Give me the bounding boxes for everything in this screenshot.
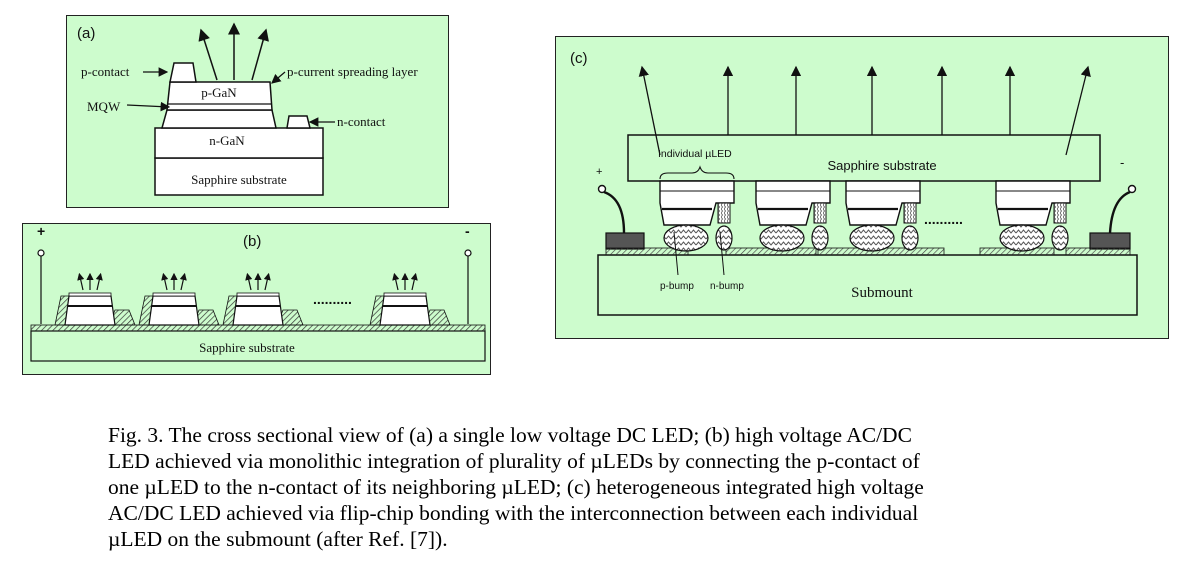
emission-arrow [245,272,253,291]
sapphire-substrate-label: Sapphire substrate [827,158,936,173]
n-contact-post [1053,202,1067,224]
emission-arrow [77,272,85,291]
panel-a-label: (a) [77,25,95,42]
flip-chip-uled-array [659,180,1071,252]
p-contact-pad [169,62,197,83]
led-chip [659,180,735,226]
p-gan-label: p-GaN [201,85,237,100]
emission-arrow [410,272,418,291]
n-bump [1051,225,1069,251]
plus-terminal [597,184,607,194]
led-mesa [379,295,431,326]
p-bump [759,224,805,252]
minus-terminal-label: - [1120,155,1124,170]
plus-terminal-label: + [596,166,602,178]
individual-uled-label: Individual µLED [658,148,732,160]
emission-arrow [95,272,103,291]
sapphire-substrate-label: Sapphire substrate [199,340,295,355]
panel-c: (c) Sapphire substrate Individual µLED S… [555,36,1169,339]
monolithic-uled [222,272,304,326]
flip-chip-uled [755,180,831,252]
caption-line: LED achieved via monolithic integration … [108,449,920,473]
plus-bond-wire [603,190,626,234]
caption-line: Fig. 3. The cross sectional view of (a) … [108,423,912,447]
caption-line: one µLED to the n-contact of its neighbo… [108,475,924,499]
p-contact-pad [68,292,112,297]
mqw-label: MQW [87,99,121,114]
flip-chip-uled [845,180,921,252]
led-mesa [148,295,200,326]
led-chip [845,180,921,226]
n-contact-post [813,202,827,224]
panel-a-diagram: (a) Sapphire substrate n-GaN p-GaN p-con… [77,22,418,196]
flip-chip-uled [995,180,1071,252]
monolithic-uled [369,272,451,326]
panel-b-diagram: (b) + - Sapphire substrate .......... [30,223,486,362]
p-bump-label: p-bump [660,281,694,292]
minus-terminal [1127,184,1137,194]
continuation-dots: .......... [313,291,352,307]
p-bump [999,224,1045,252]
mqw-layer [161,109,277,129]
monolithic-uled [54,272,136,326]
monolithic-uled [138,272,220,326]
led-mesa [64,295,116,326]
plus-bond-pad [605,232,645,250]
emission-arrow [638,65,661,156]
minus-bond-pad [1089,232,1131,250]
p-bump [663,224,709,252]
panel-c-label: (c) [570,50,588,67]
p-current-spreading-label: p-current spreading layer [287,64,418,79]
p-contact-pad [236,292,280,297]
emission-arrow [161,272,169,291]
minus-bond-wire [1108,190,1131,234]
p-contact-pad [152,292,196,297]
led-chip [995,180,1071,226]
submount-label: Submount [851,285,914,301]
emission-arrow [392,272,400,291]
minus-terminal-label: - [465,223,470,239]
caption-line: AC/DC LED achieved via flip-chip bonding… [108,501,919,525]
n-bump [901,225,919,251]
led-mesa [232,295,284,326]
sapphire-substrate-layer [154,157,324,196]
n-bump [811,225,829,251]
panel-b-label: (b) [243,233,261,250]
panel-c-diagram: (c) Sapphire substrate Individual µLED S… [570,50,1138,316]
sapphire-substrate-label: Sapphire substrate [191,172,287,187]
individual-uled-brace [659,165,735,180]
emission-arrow [263,272,271,291]
emission-arrow [1065,65,1091,156]
figure-caption: Fig. 3. The cross sectional view of (a) … [108,422,1108,552]
p-contact-label: p-contact [81,64,130,79]
interconnect-trace [1065,247,1131,256]
n-contact-pad [286,115,311,129]
panel-a: (a) Sapphire substrate n-GaN p-GaN p-con… [66,15,449,208]
led-chip [755,180,831,226]
flip-chip-uled [659,180,735,252]
emission-arrow [198,28,218,81]
sapphire-substrate-layer [30,330,486,362]
uled-array [54,272,451,326]
panel-b: (b) + - Sapphire substrate .......... [22,223,491,375]
n-bump [715,225,733,251]
n-contact-label: n-contact [337,114,386,129]
minus-terminal [464,249,472,257]
n-contact-post [717,202,731,224]
n-gan-layer [154,127,324,159]
n-contact-post [903,202,917,224]
p-bump [849,224,895,252]
plus-terminal [37,249,45,257]
emission-arrow [179,272,187,291]
p-gan-layer [166,81,273,111]
caption-line: µLED on the submount (after Ref. [7]). [108,527,448,551]
n-gan-label: n-GaN [209,133,245,148]
emission-arrow [251,28,269,81]
p-contact-pad [383,292,427,297]
n-bump-label: n-bump [710,281,744,292]
continuation-dots: .......... [924,211,963,227]
plus-terminal-label: + [37,223,45,239]
submount-layer [597,254,1138,316]
emission-arrows [638,65,1091,156]
